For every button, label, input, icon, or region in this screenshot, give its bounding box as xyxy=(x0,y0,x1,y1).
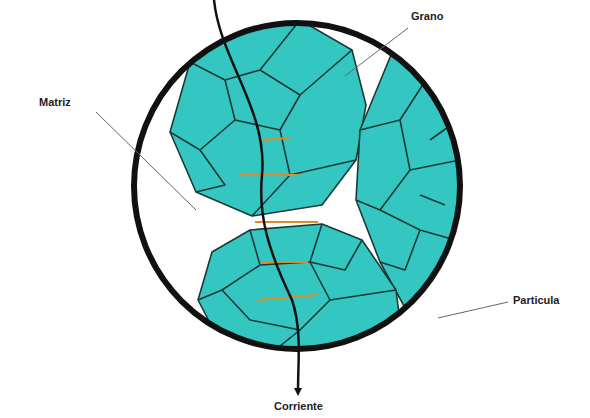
current-label: Corriente xyxy=(273,400,324,412)
part-label: Grano xyxy=(410,10,444,22)
part-label: Particula xyxy=(512,294,560,306)
part-label: Matriz xyxy=(38,96,72,108)
